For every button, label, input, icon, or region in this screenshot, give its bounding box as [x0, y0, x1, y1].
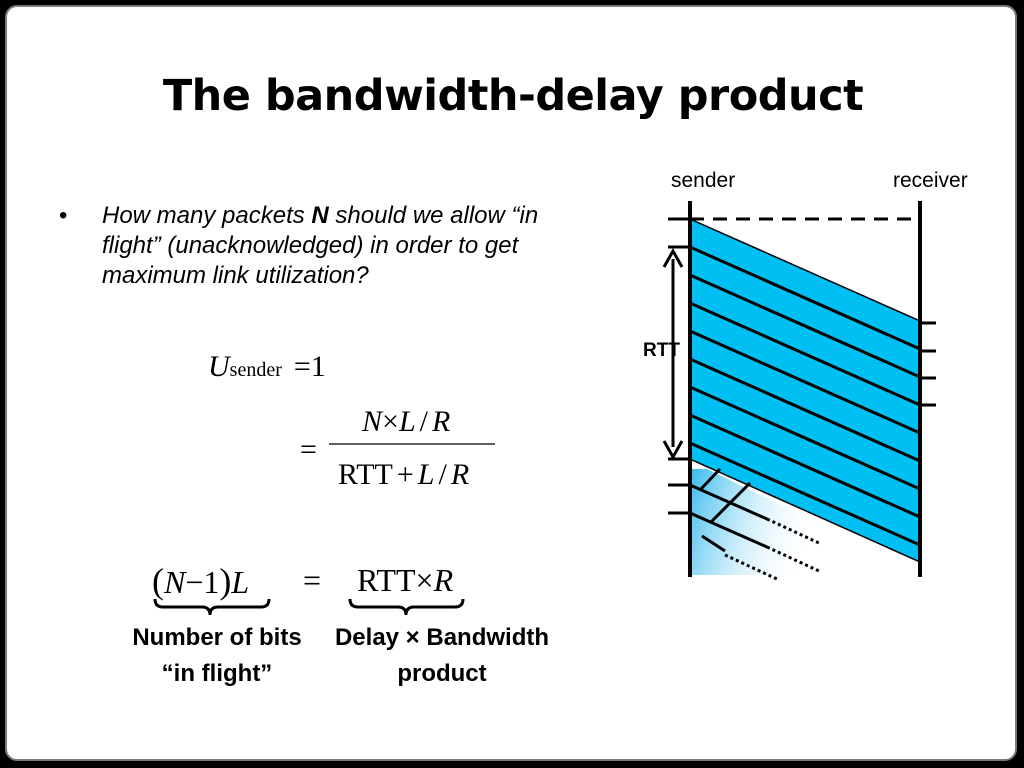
- one-value: 1: [310, 350, 326, 383]
- bullet-text-start: How many packets: [102, 202, 312, 229]
- bullet-icon: •: [59, 202, 68, 229]
- slide-title: The bandwidth-delay product: [162, 71, 864, 121]
- rhs-r: R: [433, 562, 454, 598]
- slash-2: /: [438, 458, 447, 491]
- caption-right-line1: Delay × Bandwidth: [334, 624, 550, 651]
- packet-line: [689, 441, 921, 547]
- rtt-arrow-head-up: [662, 247, 684, 268]
- rhs-times: ×: [415, 562, 434, 598]
- delay-bandwidth-caption: Delay × Bandwidth product: [297, 620, 587, 692]
- sender-label: sender: [671, 169, 736, 192]
- slash: /: [419, 405, 428, 438]
- equals-sign: =: [293, 350, 311, 383]
- bullet-text: How many packets N should we allow “in f…: [102, 201, 549, 291]
- ack-lines: [699, 467, 752, 525]
- packet-line: [689, 329, 921, 435]
- packet-line: [689, 245, 921, 351]
- u-symbol: U: [208, 350, 230, 383]
- slide: The bandwidth-delay product • How many p…: [5, 5, 1017, 761]
- denominator-rtt: RTT: [338, 458, 393, 491]
- packet-line: [689, 385, 921, 491]
- ack-line: [699, 467, 722, 491]
- rtt-arrow: [662, 247, 684, 461]
- packet-line: [689, 301, 921, 407]
- caption-left-line2: “in flight”: [161, 660, 273, 687]
- receiver-label: receiver: [893, 169, 968, 192]
- next-packet-lines: [689, 483, 820, 581]
- sender-subscript: sender: [229, 359, 282, 381]
- bits-in-flight-caption: Number of bits “in flight”: [77, 620, 357, 692]
- caption-right-line2: product: [397, 660, 487, 687]
- lhs-n: N: [164, 564, 186, 600]
- rtt-label: RTT: [643, 340, 680, 361]
- next-packet-line: [701, 534, 726, 553]
- bullet-text-end: should we allow “in flight” (unacknowled…: [102, 202, 539, 289]
- packet-lines: [689, 245, 921, 547]
- plus-sign: +: [396, 458, 414, 491]
- close-paren: ): [219, 561, 232, 601]
- packet-line: [689, 357, 921, 463]
- next-packet-line: [689, 483, 768, 521]
- minus-sign: −: [185, 564, 204, 600]
- right-underbrace: [348, 598, 465, 616]
- left-underbrace: [153, 598, 271, 616]
- caption-left-line1: Number of bits: [132, 624, 302, 651]
- fraction-denominator: RTT+L/R: [338, 458, 469, 492]
- denominator-r: R: [450, 458, 470, 491]
- bullet-point: • How many packets N should we allow “in…: [59, 201, 549, 291]
- bits-in-flight-expression: (N−1)L: [152, 560, 249, 602]
- times-sign: ×: [382, 405, 399, 438]
- next-packet-line: [689, 511, 768, 549]
- fraction-numerator: N×L/R: [362, 405, 450, 439]
- numerator-n: N: [362, 405, 383, 438]
- denominator-l: L: [417, 458, 435, 491]
- equals-sign-2: =: [300, 433, 317, 466]
- rhs-rtt: RTT: [357, 562, 416, 598]
- equals-sign-3: =: [303, 562, 322, 598]
- packet-line: [689, 413, 921, 519]
- ack-line: [708, 481, 752, 525]
- drawing-layer: [153, 201, 936, 616]
- next-window-region: [690, 469, 830, 575]
- open-paren: (: [152, 561, 164, 601]
- packet-line: [689, 273, 921, 379]
- delay-bandwidth-expression: RTT×R: [357, 562, 453, 599]
- numerator-r: R: [431, 405, 451, 438]
- utilization-equation: Usender =1: [208, 350, 326, 384]
- receiver-ticks: [920, 321, 936, 407]
- rtt-arrow-head-down: [662, 440, 684, 461]
- lhs-one: 1: [203, 564, 220, 600]
- sender-ticks: [668, 217, 690, 515]
- numerator-l: L: [398, 405, 416, 438]
- bullet-bold-n: N: [311, 202, 329, 229]
- lhs-l: L: [231, 564, 250, 600]
